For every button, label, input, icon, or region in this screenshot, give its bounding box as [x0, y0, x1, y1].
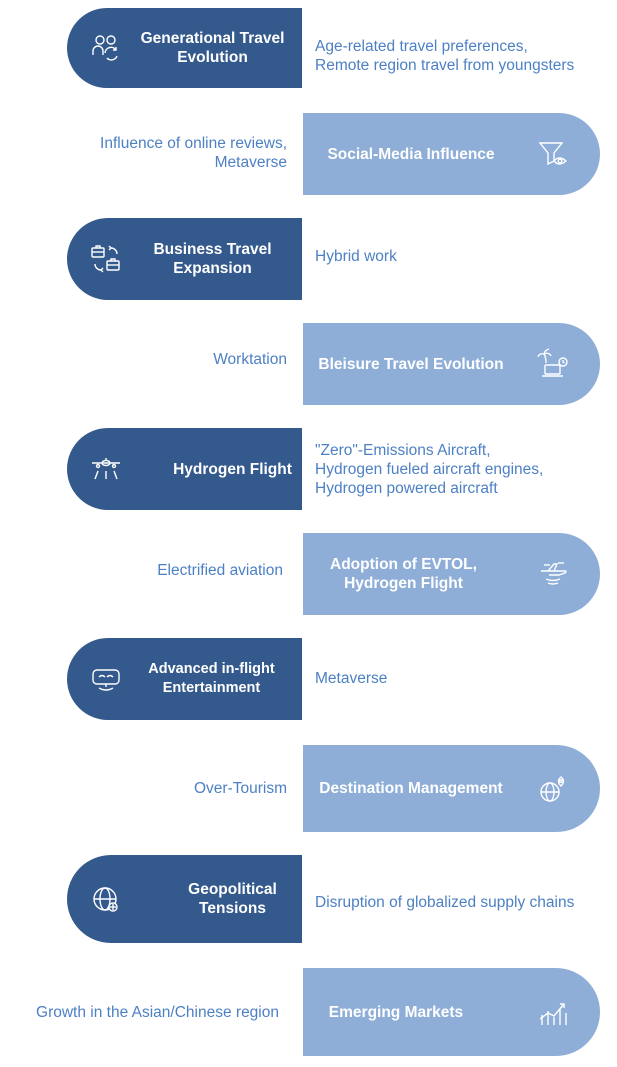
- pill-title: Adoption of EVTOL, Hydrogen Flight: [330, 556, 477, 592]
- pill-title: Advanced in-flight Entertainment: [148, 661, 275, 696]
- evtol-plane-icon: [536, 557, 570, 591]
- note-bleisure: Worktation: [213, 350, 287, 369]
- note-line: Hydrogen fueled aircraft engines,: [315, 461, 544, 478]
- palm-laptop-icon: [536, 347, 570, 381]
- pill-social-media-influence: Social-Media Influence: [303, 113, 600, 195]
- note-evtol: Electrified aviation: [157, 561, 283, 580]
- pill-title: Geopolitical Tensions: [188, 881, 277, 917]
- pill-title: Bleisure Travel Evolution: [318, 355, 504, 373]
- note-line: Disruption of globalized supply chains: [315, 894, 575, 911]
- note-line: Influence of online reviews,: [100, 135, 287, 152]
- note-line: "Zero"-Emissions Aircraft,: [315, 442, 491, 459]
- growth-chart-icon: [536, 995, 570, 1029]
- pill-advanced-inflight-entertainment: Advanced in-flight Entertainment: [67, 638, 302, 720]
- globe-location-icon: [536, 772, 570, 806]
- pill-title: Social-Media Influence: [327, 145, 495, 163]
- note-emerging-markets: Growth in the Asian/Chinese region: [36, 1003, 279, 1022]
- note-line: Worktation: [213, 351, 287, 368]
- pill-business-travel-expansion: Business Travel Expansion: [67, 218, 302, 300]
- pill-geopolitical-tensions: Geopolitical Tensions: [67, 855, 302, 943]
- people-cycle-icon: [89, 31, 123, 65]
- pill-title: Generational Travel Evolution: [140, 30, 285, 66]
- note-line: Electrified aviation: [157, 562, 283, 579]
- pill-destination-management: Destination Management: [303, 745, 600, 832]
- pill-emerging-markets: Emerging Markets: [303, 968, 600, 1056]
- note-line: Metaverse: [315, 670, 388, 687]
- note-entertainment: Metaverse: [315, 669, 387, 688]
- globe-broken-icon: [89, 882, 123, 916]
- hydrogen-plane-icon: [89, 452, 123, 486]
- note-line: Metaverse: [214, 154, 287, 171]
- filter-eye-icon: [536, 137, 570, 171]
- note-line: Age-related travel preferences,: [315, 38, 528, 55]
- pill-title: Business Travel Expansion: [153, 241, 272, 277]
- note-hydrogen: "Zero"-Emissions Aircraft, Hydrogen fuel…: [315, 441, 543, 498]
- pill-title: Destination Management: [319, 780, 503, 797]
- note-business-travel: Hybrid work: [315, 247, 397, 266]
- pill-bleisure-travel-evolution: Bleisure Travel Evolution: [303, 323, 600, 405]
- note-destination: Over-Tourism: [194, 779, 287, 798]
- note-geopolitical: Disruption of globalized supply chains: [315, 893, 574, 912]
- note-generational: Age-related travel preferences, Remote r…: [315, 37, 574, 75]
- note-line: Hybrid work: [315, 248, 397, 265]
- pill-generational-travel-evolution: Generational Travel Evolution: [67, 8, 302, 88]
- pill-title: Hydrogen Flight: [173, 460, 292, 478]
- pill-hydrogen-flight: Hydrogen Flight: [67, 428, 302, 510]
- pill-title: Emerging Markets: [328, 1003, 464, 1021]
- note-line: Hydrogen powered aircraft: [315, 480, 498, 497]
- note-social-media: Influence of online reviews, Metaverse: [100, 134, 287, 172]
- note-line: Growth in the Asian/Chinese region: [36, 1004, 279, 1021]
- note-line: Over-Tourism: [193, 780, 287, 797]
- vr-headset-icon: [89, 662, 123, 696]
- pill-adoption-of-evtol: Adoption of EVTOL, Hydrogen Flight: [303, 533, 600, 615]
- briefcase-swap-icon: [89, 242, 123, 276]
- note-line: Remote region travel from youngsters: [315, 57, 575, 74]
